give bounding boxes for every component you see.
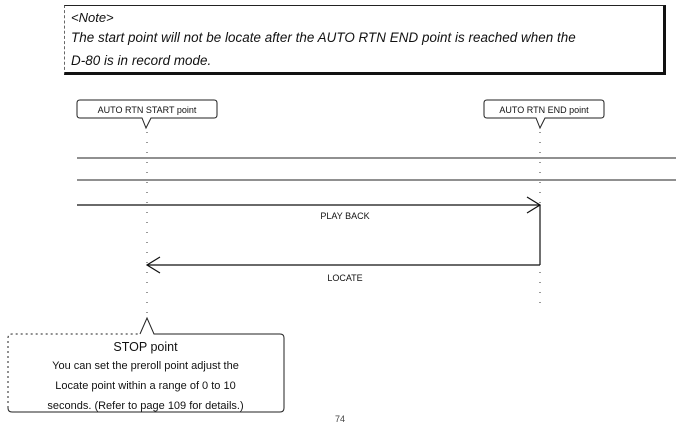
note-line-2: D-80 is in record mode. (71, 53, 212, 68)
stop-callout-text: STOP point You can set the preroll point… (7, 335, 284, 413)
stop-title: STOP point (113, 340, 178, 354)
start-callout (76, 99, 218, 130)
note-box: <Note> The start point will not be locat… (64, 5, 666, 75)
start-label: AUTO RTN START point (98, 105, 197, 115)
stop-line-2: Locate point within a range of 0 to 10 (55, 380, 236, 392)
note-title: <Note> (71, 10, 114, 25)
page-number: 74 (335, 414, 346, 424)
stop-callout (7, 316, 285, 413)
locate-label: LOCATE (327, 273, 362, 283)
end-callout (483, 99, 605, 130)
note-line-1: The start point will not be locate after… (71, 30, 576, 45)
playback-label: PLAY BACK (320, 211, 369, 221)
locate-arrowhead (145, 256, 161, 274)
stop-line-3: seconds. (Refer to page 109 for details.… (47, 400, 244, 412)
end-label: AUTO RTN END point (499, 105, 589, 115)
stop-line-1: You can set the preroll point adjust the (52, 360, 239, 372)
